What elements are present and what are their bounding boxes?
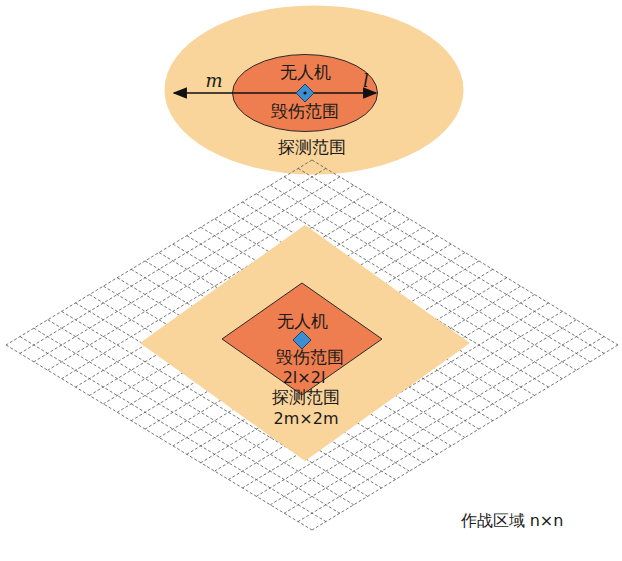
node-text: 探测范围 — [278, 138, 346, 158]
drone-center — [303, 91, 306, 94]
node-text: 2m×2m — [274, 410, 339, 428]
node-text: 毁伤范围 — [271, 102, 339, 122]
node-text: 无人机 — [277, 312, 328, 332]
dimension-label: l — [363, 70, 369, 91]
dimension-label: m — [205, 70, 222, 91]
node-text: 毁伤范围 — [276, 348, 344, 368]
node-text: 2l×2l — [283, 369, 326, 387]
node-text: 探测范围 — [272, 388, 340, 408]
drone-symbol — [296, 84, 314, 102]
node-text: 作战区域 n×n — [461, 512, 564, 530]
node-text: 无人机 — [280, 63, 331, 83]
range-arrow — [174, 92, 376, 94]
battle-grid: 作战区域 n×n 探测范围 2m×2m 无人机毁伤范围2l×2l — [6, 160, 618, 530]
drone-symbol — [293, 331, 311, 349]
